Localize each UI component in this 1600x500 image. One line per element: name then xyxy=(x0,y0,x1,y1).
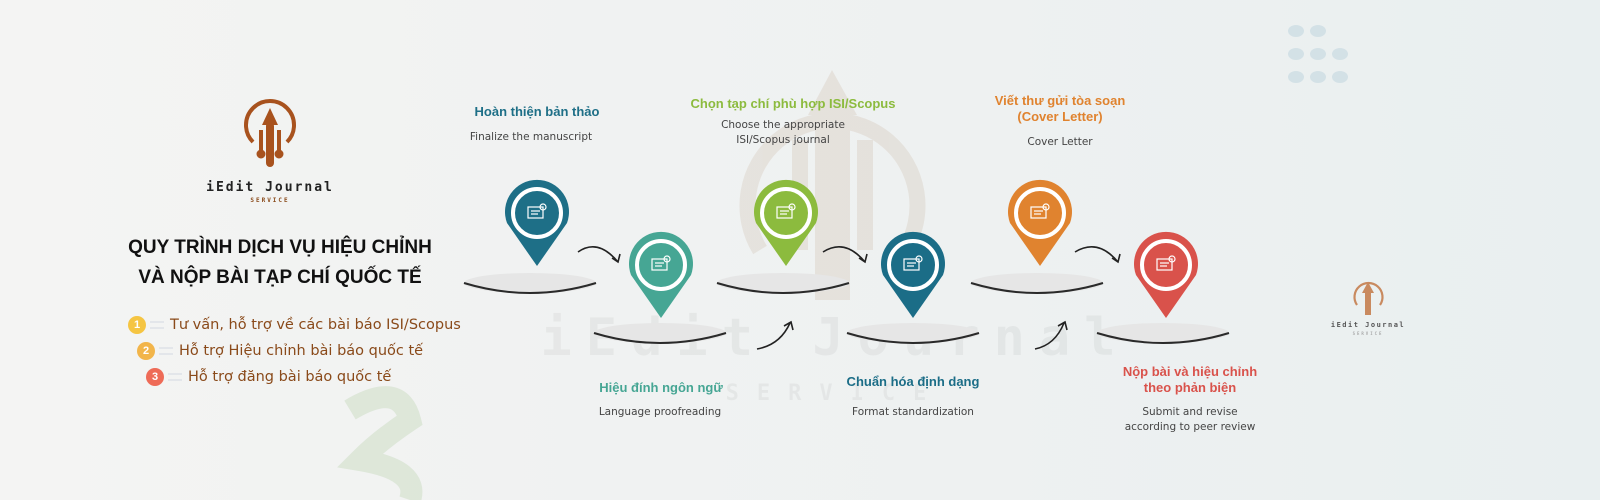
title-line: theo phản biện xyxy=(1143,380,1237,395)
number-badge: 2 xyxy=(137,342,155,360)
title-line: (Cover Letter) xyxy=(1017,109,1103,124)
decor-dots xyxy=(1288,25,1348,83)
step-6-platform xyxy=(1096,323,1230,344)
brand-logo xyxy=(244,99,296,167)
flow-arrows xyxy=(577,246,1121,350)
step-3-title: Chọn tạp chí phù hợp ISI/Scopus xyxy=(690,96,896,111)
step-2-desc: Language proofreading xyxy=(598,406,722,418)
step-1-title: Hoàn thiện bản thảo xyxy=(474,104,600,119)
feature-item: 2 Hỗ trợ Hiệu chỉnh bài báo quốc tế xyxy=(137,342,423,360)
small-logo xyxy=(1353,281,1384,315)
title-line: Nộp bài và hiệu chỉnh xyxy=(1122,364,1258,379)
step-5-platform xyxy=(970,273,1104,294)
target-icon xyxy=(1156,255,1176,271)
step-3-pin xyxy=(754,179,818,266)
step-6-desc: Submit and revise according to peer revie… xyxy=(1125,405,1256,435)
team-check-icon xyxy=(903,255,923,271)
document-edit-icon xyxy=(527,203,547,219)
step-1-pin xyxy=(504,179,569,266)
step-3-platform xyxy=(716,273,850,294)
title-line-2: VÀ NỘP BÀI TẠP CHÍ QUỐC TẾ xyxy=(138,267,422,288)
page-title: QUY TRÌNH DỊCH VỤ HIỆU CHỈNH VÀ NỘP BÀI … xyxy=(100,233,460,293)
chart-documents-icon xyxy=(1030,203,1050,219)
step-4-desc: Format standardization xyxy=(852,406,974,418)
desc-line: ISI/Scopus journal xyxy=(736,134,830,146)
watermark-logo xyxy=(739,70,926,300)
svg-text:SERVICE: SERVICE xyxy=(726,381,945,406)
desc-line: Choose the appropriate xyxy=(721,119,845,131)
step-5-pin xyxy=(1007,179,1072,266)
title-line-1: QUY TRÌNH DỊCH VỤ HIỆU CHỈNH xyxy=(128,237,432,258)
step-4-title: Chuẩn hóa định dạng xyxy=(846,374,980,389)
step-2-pin xyxy=(629,231,693,318)
lightbulb-question-icon xyxy=(776,203,796,219)
step-1-platform xyxy=(463,273,597,294)
step-1-desc: Finalize the manuscript xyxy=(469,131,593,143)
number-badge: 3 xyxy=(146,368,164,386)
feature-text: Hỗ trợ đăng bài báo quốc tế xyxy=(188,369,392,385)
desc-line: according to peer review xyxy=(1124,421,1256,433)
step-4-platform xyxy=(846,323,980,344)
desc-line: Submit and revise xyxy=(1142,406,1238,418)
feature-item: 1 Tư vấn, hỗ trợ về các bài báo ISI/Scopu… xyxy=(128,316,461,334)
feature-text: Tư vấn, hỗ trợ về các bài báo ISI/Scopus xyxy=(170,317,461,333)
step-4-pin xyxy=(881,231,945,318)
feature-item: 3 Hỗ trợ đăng bài báo quốc tế xyxy=(146,368,391,386)
brand-name: iEdit Journal xyxy=(206,180,334,195)
step-2-title: Hiệu đính ngôn ngữ xyxy=(599,380,723,395)
hands-lightbulb-icon xyxy=(651,255,671,271)
step-5-title: Viết thư gửi tòa soạn(Cover Letter) xyxy=(995,93,1126,125)
number-badge: 1 xyxy=(128,316,146,334)
feature-text: Hỗ trợ Hiệu chỉnh bài báo quốc tế xyxy=(179,343,424,359)
small-brand-sub: SERVICE xyxy=(1352,331,1384,336)
small-brand-name: iEdit Journal xyxy=(1330,321,1406,329)
brand-sub: SERVICE xyxy=(250,197,290,204)
title-line: Viết thư gửi tòa soạn xyxy=(994,93,1126,108)
step-6-pin xyxy=(1134,231,1198,318)
step-2-platform xyxy=(593,323,727,344)
step-5-desc: Cover Letter xyxy=(1027,136,1093,148)
